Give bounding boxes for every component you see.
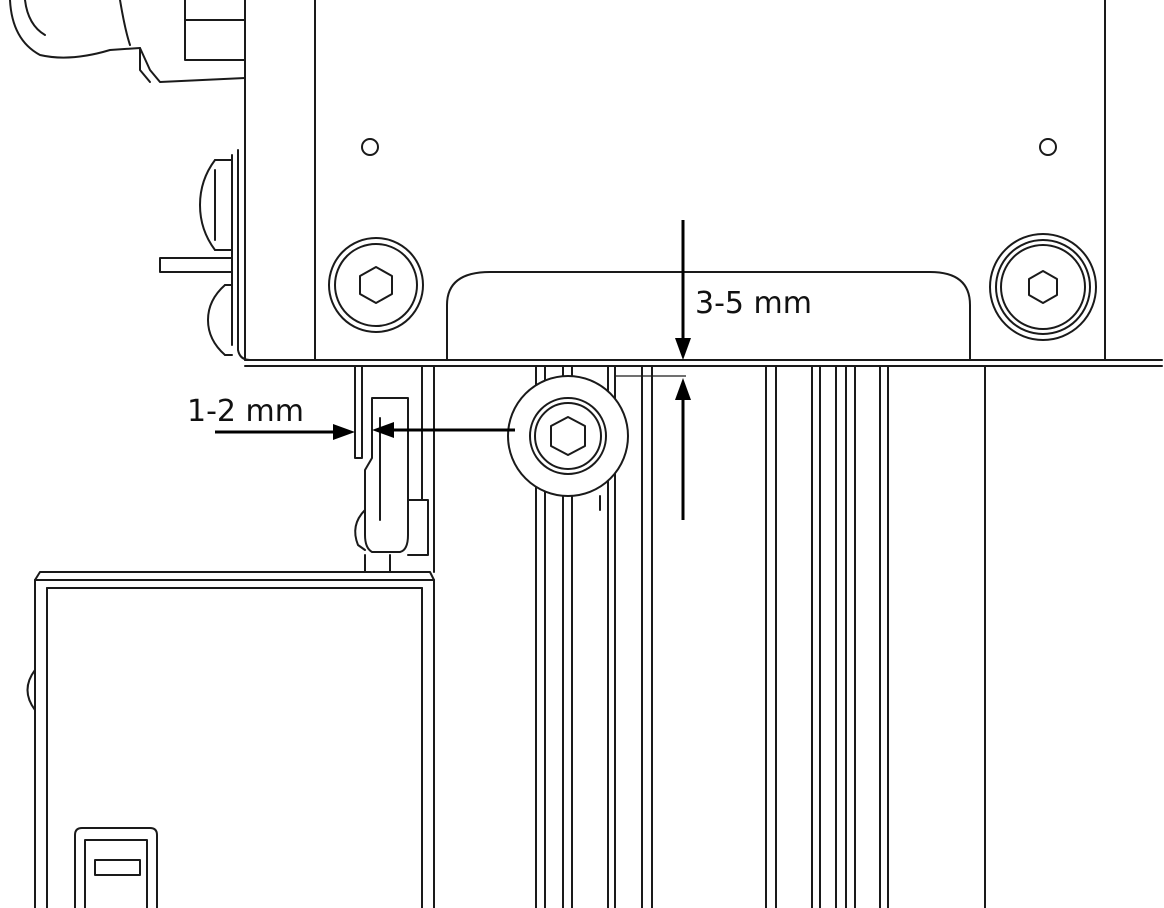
- socket-bolt-right: [989, 233, 1097, 341]
- vertical-gap-label: 3-5 mm: [695, 286, 812, 321]
- top-plate: [244, 0, 1163, 367]
- dimension-horizontal-gap: [215, 422, 515, 440]
- dimension-arrowhead-up: [675, 378, 691, 400]
- dimension-vertical-gap: [615, 220, 691, 520]
- bottom-left-housing: [26, 571, 435, 908]
- wall-bolt-upper: [199, 159, 233, 251]
- top-left-part: [9, 0, 246, 83]
- dimension-arrowhead-left: [372, 422, 394, 438]
- switch-bracket: [354, 365, 435, 573]
- roller-wheel: [507, 365, 629, 511]
- dimension-arrowhead-right: [333, 424, 355, 440]
- horizontal-gap-label: 1-2 mm: [187, 394, 304, 429]
- dimension-arrowhead-down: [675, 338, 691, 360]
- socket-bolt-left: [328, 237, 424, 333]
- wall-bolt-lower: [207, 284, 233, 356]
